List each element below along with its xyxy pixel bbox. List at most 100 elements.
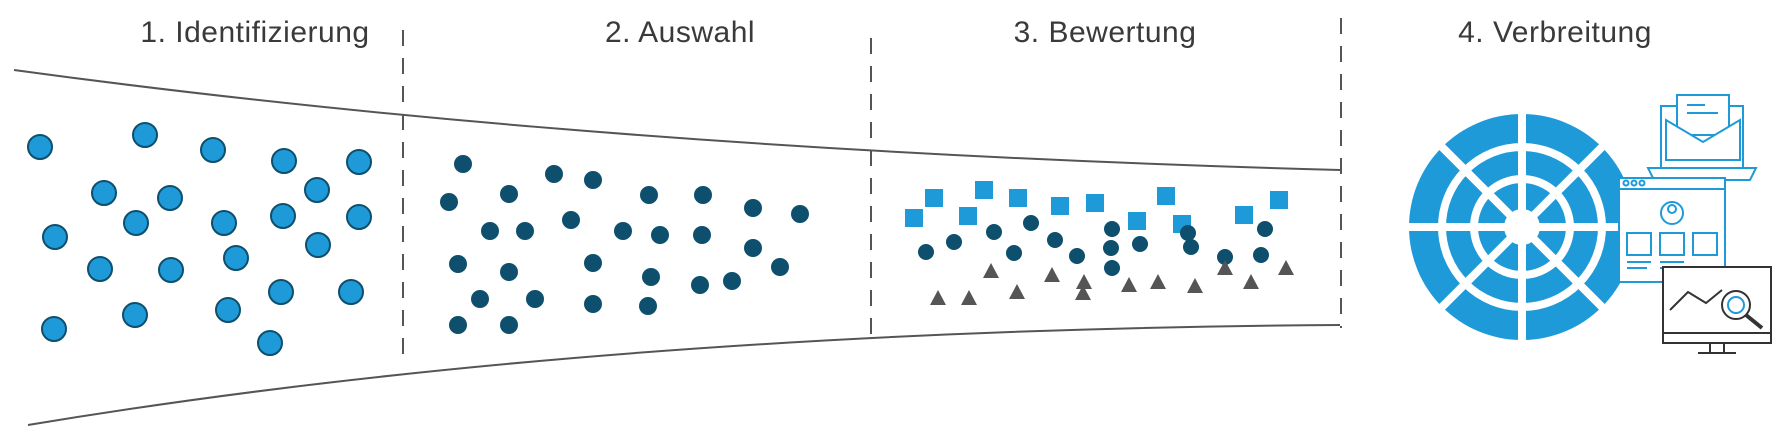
- identified-dot: [346, 149, 372, 175]
- evaluated-square: [959, 207, 977, 225]
- stage-label-identifizierung: 1. Identifizierung: [140, 16, 370, 49]
- analytics-monitor-icon: [1662, 266, 1772, 354]
- evaluated-dot: [1047, 232, 1063, 248]
- evaluated-triangle: [1009, 284, 1025, 299]
- selected-dot: [471, 290, 489, 308]
- identified-dot: [223, 245, 249, 271]
- identified-dot: [268, 279, 294, 305]
- selected-dot: [642, 268, 660, 286]
- selected-dot: [449, 255, 467, 273]
- identified-dot: [304, 177, 330, 203]
- evaluated-triangle: [1150, 274, 1166, 289]
- selection-dots: [440, 155, 809, 334]
- selected-dot: [744, 199, 762, 217]
- identified-dot: [211, 210, 237, 236]
- selected-dot: [481, 222, 499, 240]
- selected-dot: [562, 211, 580, 229]
- evaluated-square: [1270, 191, 1288, 209]
- selected-dot: [545, 165, 563, 183]
- selected-dot: [500, 263, 518, 281]
- target-icon: [1405, 110, 1640, 345]
- selected-dot: [440, 193, 458, 211]
- evaluated-dot: [1104, 221, 1120, 237]
- evaluated-square: [1009, 189, 1027, 207]
- identified-dot: [91, 180, 117, 206]
- selected-dot: [651, 226, 669, 244]
- selected-dot: [454, 155, 472, 173]
- selected-dot: [694, 186, 712, 204]
- identified-dot: [27, 134, 53, 160]
- stage-label-auswahl: 2. Auswahl: [604, 16, 756, 49]
- evaluated-triangle: [1278, 260, 1294, 275]
- identified-dot: [338, 279, 364, 305]
- identified-dot: [123, 210, 149, 236]
- selected-dot: [744, 239, 762, 257]
- identified-dot: [271, 148, 297, 174]
- identified-dot: [346, 204, 372, 230]
- identified-dot: [305, 232, 331, 258]
- evaluated-dot: [1104, 260, 1120, 276]
- evaluated-dot: [1069, 248, 1085, 264]
- identified-dot: [122, 302, 148, 328]
- selected-dot: [640, 186, 658, 204]
- identified-dot: [200, 137, 226, 163]
- evaluated-dot: [1180, 225, 1196, 241]
- identification-dots: [27, 122, 372, 356]
- evaluated-square: [1086, 194, 1104, 212]
- selected-dot: [500, 316, 518, 334]
- selected-dot: [584, 171, 602, 189]
- identified-dot: [41, 316, 67, 342]
- evaluated-triangle: [1187, 278, 1203, 293]
- identified-dot: [257, 330, 283, 356]
- identified-dot: [87, 256, 113, 282]
- selected-dot: [500, 185, 518, 203]
- selected-dot: [791, 205, 809, 223]
- evaluated-triangle: [1044, 267, 1060, 282]
- evaluated-dot: [1217, 249, 1233, 265]
- selected-dot: [526, 290, 544, 308]
- identified-dot: [270, 203, 296, 229]
- selected-dot: [516, 222, 534, 240]
- evaluated-dot: [1103, 240, 1119, 256]
- evaluated-dot: [1006, 245, 1022, 261]
- selected-dot: [449, 316, 467, 334]
- evaluated-square: [1157, 187, 1175, 205]
- evaluated-dot: [1253, 247, 1269, 263]
- stage-label-bewertung: 3. Bewertung: [1013, 16, 1197, 49]
- evaluation-marks: [905, 181, 1294, 305]
- evaluated-triangle: [1243, 274, 1259, 289]
- identified-dot: [157, 185, 183, 211]
- evaluated-square: [1128, 212, 1146, 230]
- funnel-top-line: [13, 69, 1341, 171]
- evaluated-dot: [946, 234, 962, 250]
- evaluated-square: [975, 181, 993, 199]
- profile-browser-icon: [1618, 177, 1726, 283]
- identified-dot: [215, 297, 241, 323]
- evaluated-square: [925, 189, 943, 207]
- selected-dot: [771, 258, 789, 276]
- identified-dot: [158, 257, 184, 283]
- evaluated-triangle: [1076, 274, 1092, 289]
- identified-dot: [132, 122, 158, 148]
- evaluated-dot: [918, 244, 934, 260]
- selected-dot: [691, 276, 709, 294]
- selected-dot: [639, 297, 657, 315]
- evaluated-triangle: [961, 290, 977, 305]
- evaluated-square: [905, 209, 923, 227]
- evaluated-dot: [986, 224, 1002, 240]
- evaluated-dot: [1023, 215, 1039, 231]
- evaluated-triangle: [1075, 285, 1091, 300]
- identified-dot: [42, 224, 68, 250]
- evaluated-square: [1235, 206, 1253, 224]
- evaluated-triangle: [1121, 277, 1137, 292]
- selected-dot: [584, 295, 602, 313]
- evaluated-triangle: [983, 263, 999, 278]
- selected-dot: [614, 222, 632, 240]
- evaluated-dot: [1257, 221, 1273, 237]
- selected-dot: [584, 254, 602, 272]
- stage-label-verbreitung: 4. Verbreitung: [1458, 16, 1652, 49]
- evaluated-triangle: [1217, 260, 1233, 275]
- evaluated-dot: [1132, 236, 1148, 252]
- evaluated-dot: [1183, 239, 1199, 255]
